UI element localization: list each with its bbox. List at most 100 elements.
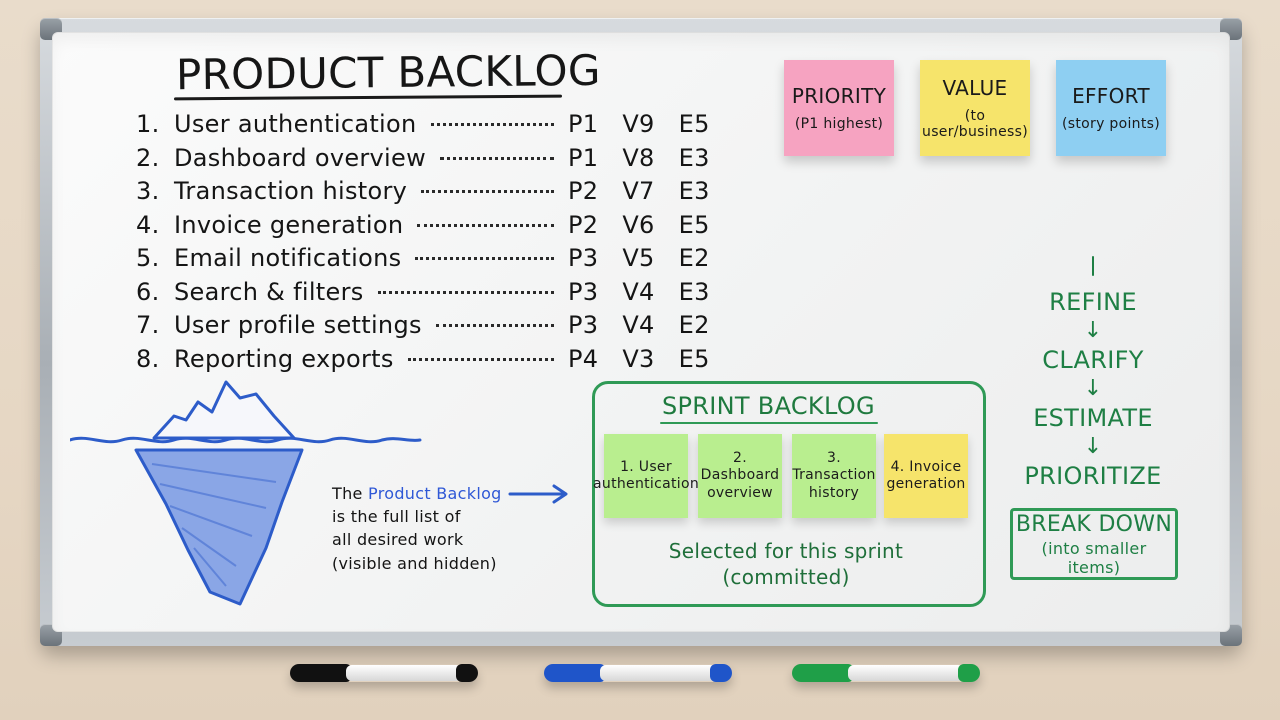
backlog-item-value: V8 xyxy=(622,143,655,172)
backlog-item-effort: E5 xyxy=(678,110,710,138)
iceberg-caption-highlight: Product Backlog xyxy=(368,484,502,503)
backlog-item-number: 6. xyxy=(136,277,160,306)
effort-note-title: EFFORT xyxy=(1072,84,1150,108)
sprint-note-3: 3. Transaction history xyxy=(792,434,876,518)
black-marker[interactable] xyxy=(290,664,478,682)
flow-step-estimate: ESTIMATE xyxy=(1033,404,1153,432)
blue-marker-body xyxy=(600,665,716,681)
product-backlog-title: PRODUCT BACKLOG xyxy=(175,45,601,100)
backlog-item: 1. User authentication P1 V9 E5 xyxy=(136,110,709,144)
backlog-item-priority: P1 xyxy=(568,143,599,172)
break-down-box: BREAK DOWN (into smaller items) xyxy=(1010,508,1178,580)
backlog-item-value: V4 xyxy=(622,311,655,339)
backlog-item-leader-dots xyxy=(377,290,554,294)
backlog-item-effort: E2 xyxy=(678,311,710,339)
backlog-item-number: 3. xyxy=(136,177,160,205)
backlog-item-value: V6 xyxy=(622,210,655,239)
backlog-item: 7. User profile settings P3 V4 E2 xyxy=(136,311,709,345)
backlog-item-value: V9 xyxy=(622,110,655,138)
backlog-item-value: V7 xyxy=(622,177,655,205)
backlog-item-number: 2. xyxy=(136,143,160,172)
backlog-item-priority: P3 xyxy=(568,244,599,272)
backlog-item-priority: P2 xyxy=(568,177,599,205)
backlog-item-priority: P3 xyxy=(568,311,599,339)
flow-step-clarify: CLARIFY xyxy=(1042,346,1144,374)
backlog-item-metrics: P1 V8 E3 xyxy=(568,143,709,172)
value-note-title: VALUE xyxy=(942,76,1008,100)
backlog-item-effort: E3 xyxy=(678,177,710,205)
backlog-item-leader-dots xyxy=(415,257,554,260)
backlog-item-metrics: P3 V5 E2 xyxy=(568,244,709,272)
backlog-item-value: V5 xyxy=(622,244,655,272)
flow-start-tick xyxy=(1092,256,1094,276)
backlog-item-number: 4. xyxy=(136,210,160,239)
backlog-item-label: User authentication xyxy=(174,110,417,138)
backlog-item-label: Invoice generation xyxy=(174,210,404,239)
sprint-title-underline xyxy=(660,422,878,424)
iceberg-caption-line-3: all desired work xyxy=(332,530,464,550)
iceberg-caption-line-1: The Product Backlog xyxy=(332,482,522,505)
backlog-item-label: User profile settings xyxy=(174,311,422,339)
sprint-note-2: 2. Dashboard overview xyxy=(698,434,782,518)
blue-marker-tip-cap xyxy=(710,664,732,682)
backlog-item-effort: E3 xyxy=(678,277,710,306)
backlog-item-number: 8. xyxy=(136,344,160,373)
sprint-backlog-box xyxy=(592,381,986,607)
sprint-note-1: 1. User authentication xyxy=(593,434,699,518)
iceberg-caption-line-4: (visible and hidden) xyxy=(332,553,497,573)
backlog-item-leader-dots xyxy=(435,324,554,327)
iceberg-caption: The Product Backlog is the full list of … xyxy=(332,482,522,575)
backlog-item-metrics: P2 V7 E3 xyxy=(568,177,709,205)
backlog-item-number: 1. xyxy=(136,110,160,138)
sprint-caption: Selected for this sprint (committed) xyxy=(592,538,980,590)
backlog-item-leader-dots xyxy=(417,223,554,227)
backlog-item-value: V4 xyxy=(622,277,655,306)
iceberg-tip xyxy=(152,380,296,440)
break-down-subtitle: (into smaller items) xyxy=(1041,538,1147,577)
effort-note-subtitle: (story points) xyxy=(1062,116,1160,132)
backlog-item-label: Reporting exports xyxy=(174,344,394,373)
backlog-item-effort: E2 xyxy=(678,244,710,272)
backlog-item-effort: E3 xyxy=(678,143,710,172)
green-marker-tip-cap xyxy=(958,664,980,682)
priority-note-title: PRIORITY xyxy=(791,84,887,108)
flow-arrow-3: ↓ xyxy=(1083,434,1103,459)
iceberg-drawing xyxy=(70,380,422,606)
break-down-title: BREAK DOWN xyxy=(1015,511,1173,537)
backlog-item-effort: E5 xyxy=(678,210,710,239)
backlog-item-leader-dots xyxy=(407,357,554,361)
iceberg-submerged xyxy=(134,448,304,606)
green-marker-cap xyxy=(792,664,854,682)
effort-note: EFFORT (story points) xyxy=(1056,60,1166,156)
backlog-item-number: 7. xyxy=(136,311,160,339)
flow-arrow-2: ↓ xyxy=(1083,376,1103,401)
backlog-item-effort: E5 xyxy=(678,344,710,373)
backlog-item-value: V3 xyxy=(622,344,655,373)
iceberg-caption-line-2: is the full list of xyxy=(332,507,461,527)
backlog-item-leader-dots xyxy=(421,190,554,193)
flow-step-refine: REFINE xyxy=(1049,288,1137,316)
backlog-item-label: Search & filters xyxy=(174,277,364,306)
blue-marker[interactable] xyxy=(544,664,732,682)
sprint-caption-line-2: (committed) xyxy=(722,565,850,589)
iceberg-caption-prefix: The xyxy=(332,484,369,503)
iceberg-to-sprint-arrow xyxy=(508,484,568,504)
sprint-caption-line-1: Selected for this sprint xyxy=(668,539,904,563)
backlog-item-priority: P1 xyxy=(568,110,599,138)
backlog-item-metrics: P2 V6 E5 xyxy=(568,210,709,239)
blue-marker-cap xyxy=(544,664,606,682)
value-note: VALUE (to user/business) xyxy=(920,60,1030,156)
green-marker[interactable] xyxy=(792,664,980,682)
backlog-item-leader-dots xyxy=(440,156,554,160)
backlog-item-label: Email notifications xyxy=(174,244,402,272)
backlog-item-priority: P2 xyxy=(568,210,599,239)
backlog-item-metrics: P3 V4 E2 xyxy=(568,311,709,339)
water-line xyxy=(70,436,422,444)
